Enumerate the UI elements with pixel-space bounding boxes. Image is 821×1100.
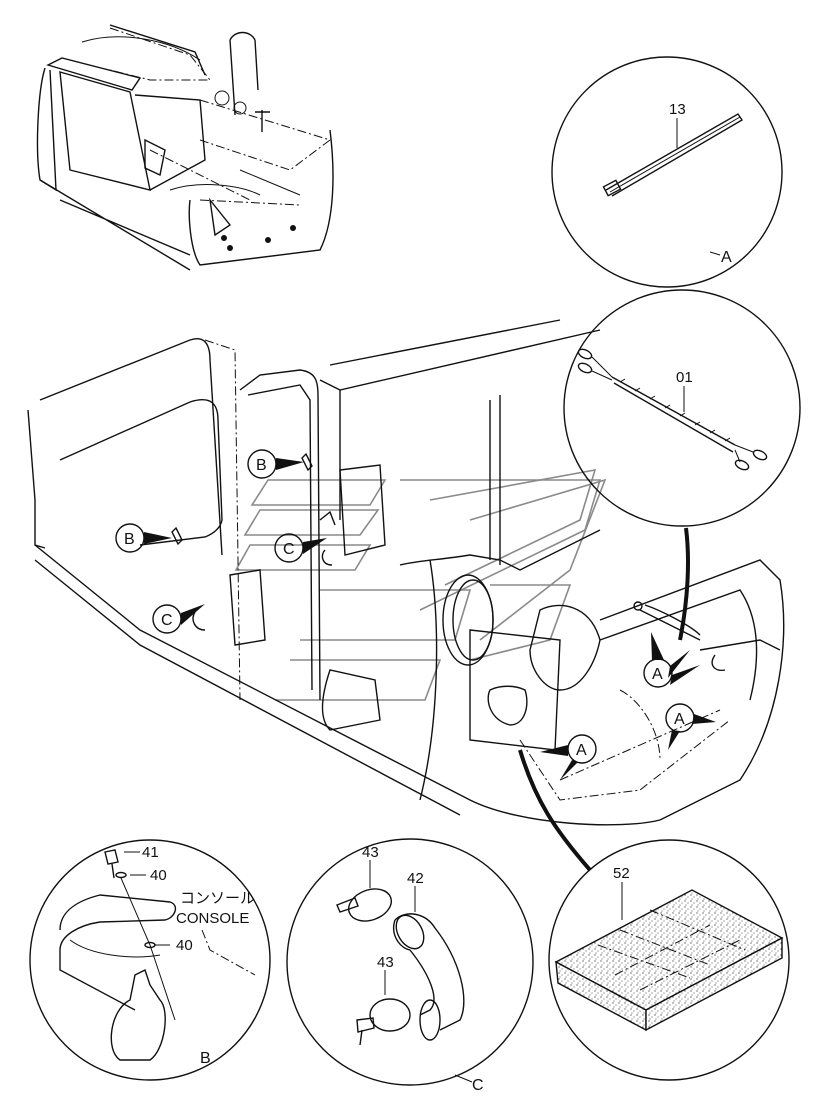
pointer-c-2: C (274, 510, 336, 566)
callout-letter-b: B (200, 1050, 211, 1067)
pointer-c-1: C (152, 604, 206, 634)
svg-text:A: A (652, 666, 663, 683)
pointer-a-3: A (540, 734, 597, 780)
svg-text:B: B (124, 531, 135, 548)
callout-foam-pad: 52 (548, 839, 790, 1081)
callout-c-hose: 43 42 43 C (286, 838, 534, 1094)
main-cab-view: B B C C A (27, 319, 785, 872)
pointer-a-2: A (665, 703, 716, 750)
pointer-b-2: B (247, 449, 313, 479)
svg-text:A: A (576, 742, 587, 759)
callout-wire-harness: 01 (563, 289, 801, 641)
pointer-b-1: B (115, 523, 183, 553)
part-number-13: 13 (669, 101, 686, 118)
part-number-40-upper: 40 (150, 867, 167, 884)
part-number-43-lower: 43 (377, 954, 394, 971)
part-number-43-upper: 43 (362, 844, 379, 861)
svg-text:B: B (256, 457, 267, 474)
part-number-41: 41 (142, 844, 159, 861)
svg-text:A: A (674, 711, 685, 728)
part-number-42: 42 (407, 870, 424, 887)
callout-b-console: 41 40 40 コンソール CONSOLE B (29, 839, 271, 1081)
overview-excavator (36, 24, 334, 271)
console-label-jp: コンソール (180, 890, 255, 907)
pointer-a-1: A (643, 632, 700, 688)
part-number-52: 52 (613, 865, 630, 882)
callout-a-cable-tie: 13 A (551, 56, 783, 288)
watermark-logo (234, 468, 607, 701)
svg-text:C: C (283, 541, 295, 558)
callout-letter-c: C (472, 1077, 484, 1094)
part-number-40-lower: 40 (176, 937, 193, 954)
part-number-01: 01 (676, 369, 693, 386)
svg-text:C: C (161, 612, 173, 629)
callout-letter-a: A (721, 249, 732, 266)
console-label-en: CONSOLE (176, 910, 249, 927)
